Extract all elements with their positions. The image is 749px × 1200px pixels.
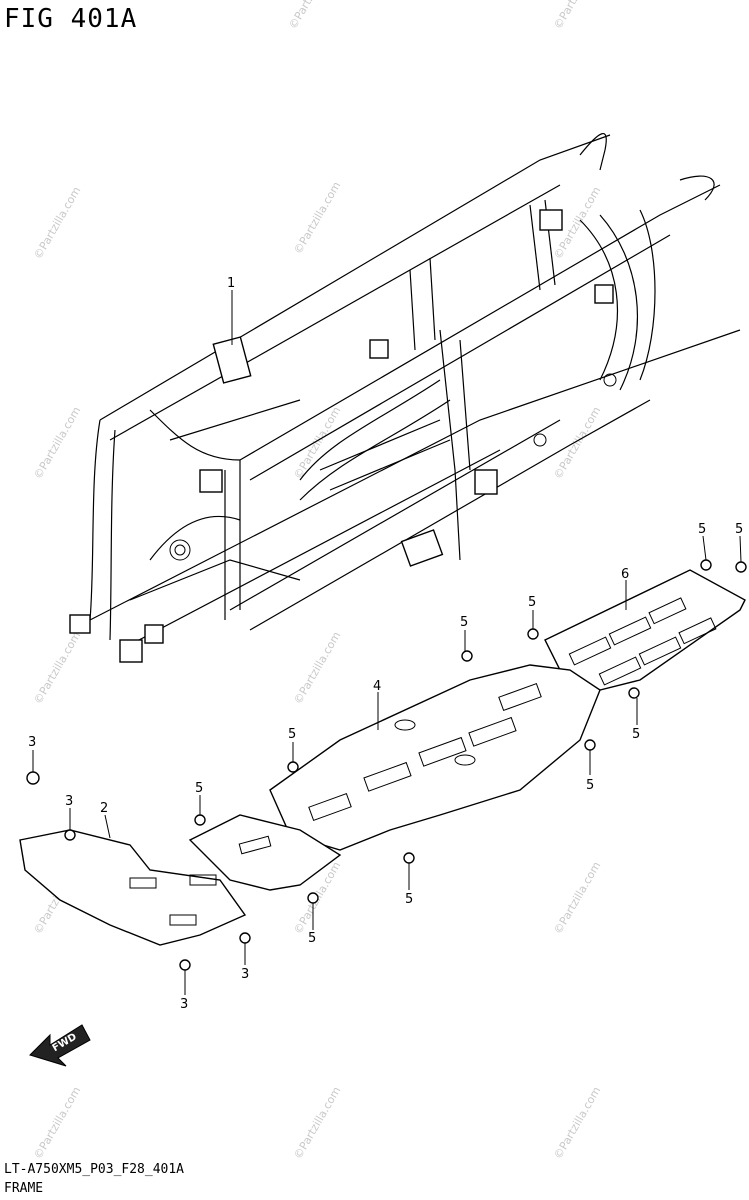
watermark: ©Partzilla.com — [291, 630, 343, 707]
callout-3: 3 — [180, 997, 188, 1012]
watermark: ©Partzilla.com — [551, 405, 603, 482]
callout-5: 5 — [288, 727, 296, 742]
watermarks: ©Partzilla.com ©Partzilla.com ©Partzilla… — [31, 0, 603, 1162]
watermark: ©Partzilla.com — [291, 180, 343, 257]
watermark: ©Partzilla.com — [551, 1085, 603, 1162]
callout-5: 5 — [586, 778, 594, 793]
leader-lines — [32, 290, 742, 995]
callout-3: 3 — [28, 735, 36, 750]
callouts: 1 2 3 3 3 3 4 5 5 5 5 5 5 5 5 5 5 6 — [28, 276, 743, 1012]
watermark: ©Partzilla.com — [31, 630, 83, 707]
callout-5: 5 — [195, 781, 203, 796]
callout-5: 5 — [632, 727, 640, 742]
callout-5: 5 — [405, 892, 413, 907]
watermark: ©Partzilla.com — [551, 0, 603, 31]
watermark: ©Partzilla.com — [551, 860, 603, 937]
frame-part-1 — [69, 132, 741, 663]
center-skid-plate-part-4 — [269, 664, 601, 851]
watermark: ©Partzilla.com — [291, 1085, 343, 1162]
rear-skid-plate-part-6 — [544, 569, 746, 691]
fwd-arrow: FWD — [29, 1024, 91, 1067]
watermark: ©Partzilla.com — [31, 185, 83, 262]
callout-5: 5 — [698, 522, 706, 537]
callout-3: 3 — [241, 967, 249, 982]
watermark: ©Partzilla.com — [31, 405, 83, 482]
callout-1: 1 — [227, 276, 235, 291]
callout-6: 6 — [621, 567, 629, 582]
figure-code: LT-A750XM5_P03_F28_401A — [4, 1162, 185, 1177]
callout-3: 3 — [65, 794, 73, 809]
front-skid-plate-part-2 — [19, 814, 342, 946]
callout-5: 5 — [308, 931, 316, 946]
callout-4: 4 — [373, 679, 381, 694]
callout-5: 5 — [460, 615, 468, 630]
callout-5: 5 — [528, 595, 536, 610]
callout-2: 2 — [100, 801, 108, 816]
callout-5: 5 — [735, 522, 743, 537]
figure-title: FIG 401A — [4, 4, 138, 34]
figure-caption: FRAME — [4, 1181, 44, 1196]
watermark: ©Partzilla.com — [31, 1085, 83, 1162]
watermark: ©Partzilla.com — [286, 0, 338, 31]
